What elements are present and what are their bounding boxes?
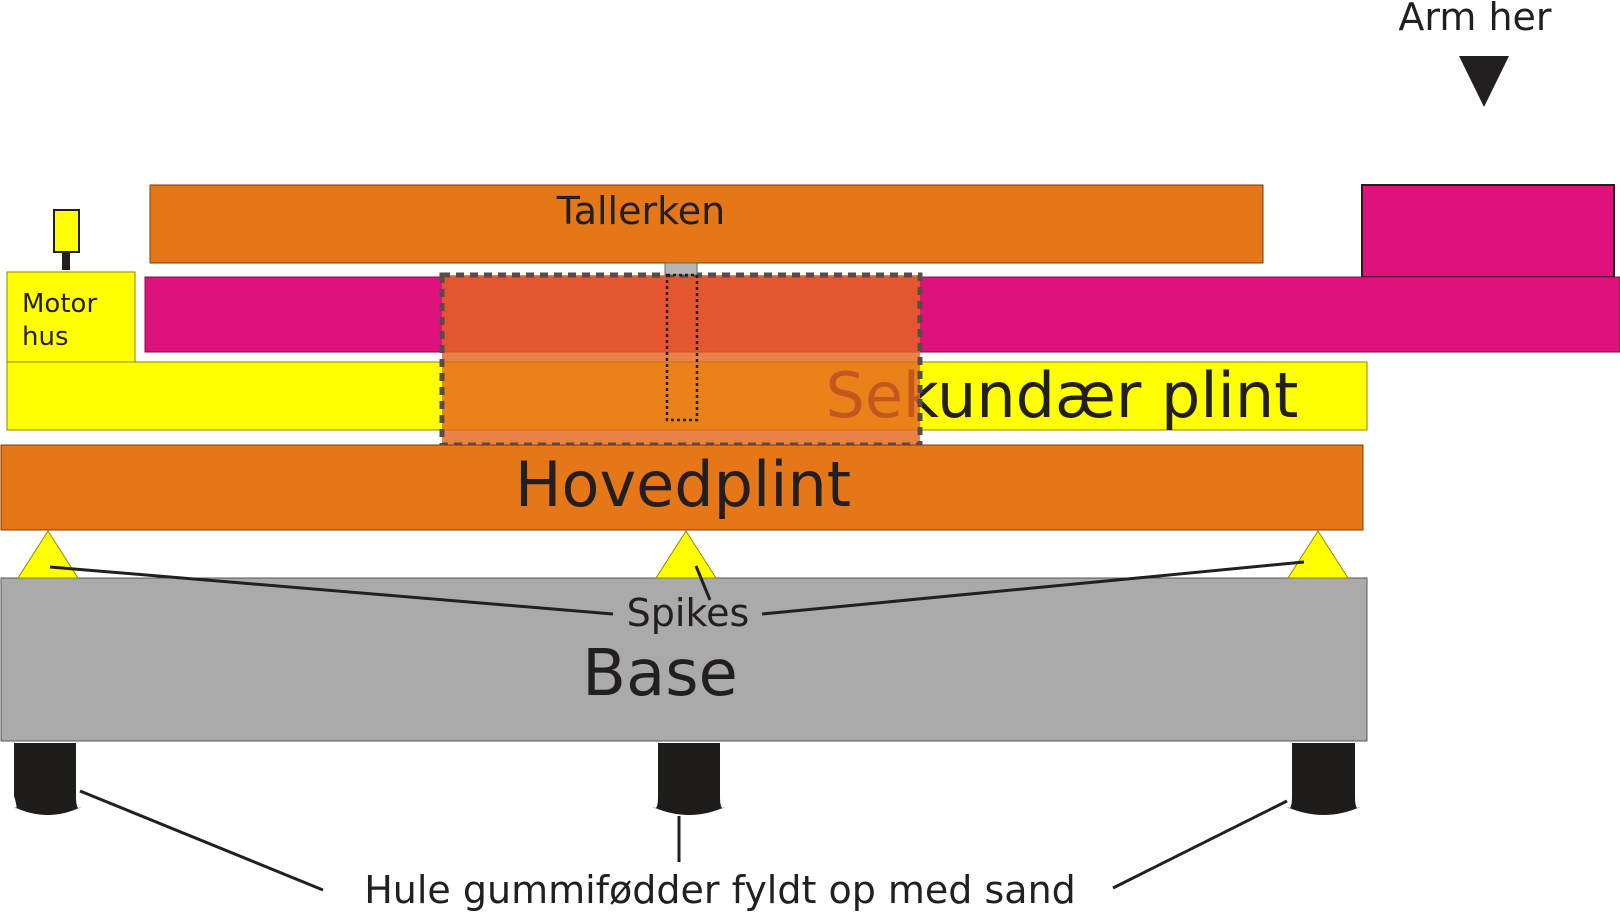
spike-left xyxy=(17,530,79,579)
spindle-outline xyxy=(665,273,699,422)
arm-arrow-icon xyxy=(1459,56,1509,107)
spike-leader-left xyxy=(49,565,614,616)
platter-label: Tallerken xyxy=(556,189,725,233)
spike-middle xyxy=(655,530,717,579)
base xyxy=(0,577,1368,742)
spindle-cap xyxy=(664,262,698,276)
motor-housing xyxy=(6,271,136,363)
feet-leader-left xyxy=(79,789,324,892)
spikes-label: Spikes xyxy=(627,591,750,635)
foot-left xyxy=(14,743,81,815)
base-label: Base xyxy=(582,637,738,711)
main-plinth xyxy=(0,444,1364,531)
motor-switch-stem xyxy=(62,252,70,270)
motor-label-line2: hus xyxy=(22,322,69,352)
feet-leader-right xyxy=(1112,799,1288,890)
main-plinth-label: Hovedplint xyxy=(515,448,851,521)
arm-label: Arm her xyxy=(1398,0,1552,39)
foot-right xyxy=(1287,743,1360,815)
arm-base xyxy=(1361,184,1615,278)
motor-label-line1: Motor xyxy=(22,289,97,319)
spike-leader-middle xyxy=(694,565,712,601)
foot-middle xyxy=(653,743,725,815)
spike-right xyxy=(1287,530,1349,579)
bearing-overlay xyxy=(439,272,923,448)
platter xyxy=(149,184,1264,264)
motor-switch xyxy=(53,209,80,253)
spike-leader-right xyxy=(761,560,1305,616)
feet-label: Hule gummifødder fyldt op med sand xyxy=(364,868,1076,912)
